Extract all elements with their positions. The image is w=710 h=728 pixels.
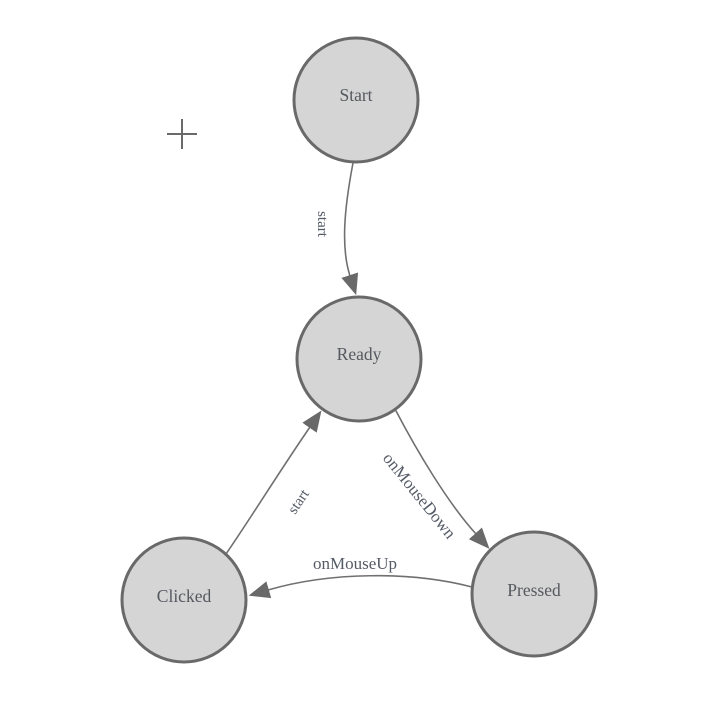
node-pressed-circle[interactable] [470,530,598,658]
edge-pressed-to-clicked-label: onMouseUp [313,554,397,573]
edge-start-to-ready[interactable]: start [314,162,359,296]
node-ready-circle[interactable] [295,295,423,423]
node-ready[interactable]: Ready [295,295,423,423]
edge-ready-to-pressed-line[interactable] [394,408,490,549]
node-clicked-circle[interactable] [120,536,248,664]
node-pressed[interactable]: Pressed [470,530,598,658]
node-start-label: Start [339,85,372,105]
node-clicked-label: Clicked [157,586,212,606]
edge-ready-to-pressed[interactable]: onMouseDown [379,408,490,549]
edge-clicked-to-ready-label: start [285,486,313,517]
node-clicked[interactable]: Clicked [120,536,248,664]
edge-clicked-to-ready-line[interactable] [225,410,322,555]
node-start-circle[interactable] [292,36,420,164]
node-pressed-label: Pressed [507,580,561,600]
node-start[interactable]: Start [292,36,420,164]
node-ready-label: Ready [337,344,382,364]
edge-start-to-ready-label: start [314,211,330,238]
edge-pressed-to-clicked[interactable]: onMouseUp [248,554,473,599]
crosshair-plus-icon [167,119,197,149]
edge-start-to-ready-line[interactable] [341,162,359,296]
edge-pressed-to-clicked-line[interactable] [248,574,473,599]
edge-clicked-to-ready[interactable]: start [225,410,322,555]
edge-ready-to-pressed-label: onMouseDown [379,449,460,543]
